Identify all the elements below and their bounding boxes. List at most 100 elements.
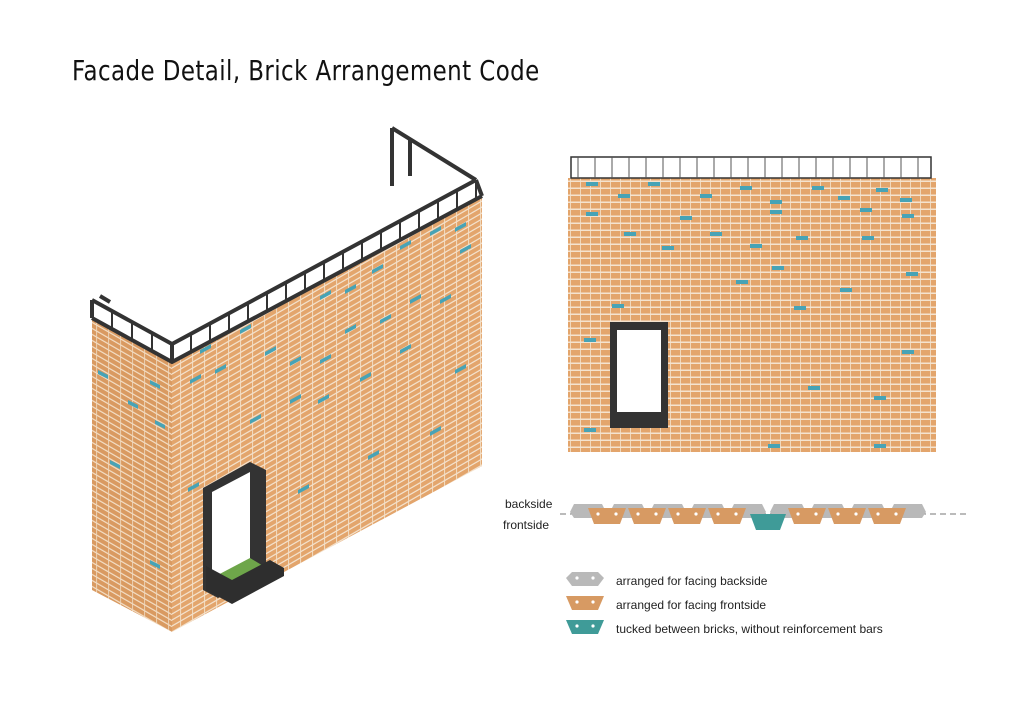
section-bar-hole xyxy=(596,512,600,516)
elevation-tucked-brick xyxy=(736,280,748,284)
elevation-tucked-brick xyxy=(794,306,806,310)
elevation-tucked-brick xyxy=(906,272,918,276)
iso-tucked-brick xyxy=(320,290,331,300)
iso-tucked-brick xyxy=(345,324,356,334)
section-bar-hole xyxy=(614,512,618,516)
iso-tucked-brick xyxy=(290,394,301,404)
elevation-tucked-brick xyxy=(770,210,782,214)
page-title: Facade Detail, Brick Arrangement Code xyxy=(72,54,540,87)
iso-tucked-brick xyxy=(430,426,441,436)
iso-tucked-brick xyxy=(155,420,165,429)
section-brick-frontside xyxy=(828,508,866,524)
iso-tucked-brick xyxy=(150,560,160,569)
elevation-tucked-bricks xyxy=(584,182,918,448)
section-bar-hole xyxy=(854,512,858,516)
section-bar-hole xyxy=(734,512,738,516)
elevation-tucked-brick xyxy=(586,212,598,216)
elevation-tucked-brick xyxy=(902,214,914,218)
iso-tucked-brick xyxy=(380,314,391,324)
elevation-tucked-brick xyxy=(680,216,692,220)
iso-tucked-brick xyxy=(98,370,108,379)
section-frontside-label: frontside xyxy=(503,518,550,532)
iso-tucked-brick xyxy=(400,240,411,250)
elevation-railing xyxy=(570,156,932,179)
iso-tucked-brick xyxy=(345,284,356,294)
elevation-tucked-brick xyxy=(612,304,624,308)
section-bar-hole xyxy=(876,512,880,516)
iso-tucked-brick xyxy=(265,346,276,356)
elevation-tucked-brick xyxy=(584,338,596,342)
elevation-tucked-brick xyxy=(876,188,888,192)
iso-tucked-brick xyxy=(250,414,261,424)
iso-tucked-brick xyxy=(455,364,466,374)
elevation-tucked-brick xyxy=(902,350,914,354)
section-bar-hole xyxy=(676,512,680,516)
elevation-tucked-brick xyxy=(808,386,820,390)
section-bar-hole xyxy=(694,512,698,516)
legend-label-tucked: tucked between bricks, without reinforce… xyxy=(616,622,883,636)
iso-tucked-brick xyxy=(128,400,138,409)
elevation-tucked-brick xyxy=(700,194,712,198)
elevation-tucked-brick xyxy=(648,182,660,186)
iso-tucked-brick xyxy=(460,244,471,254)
iso-tucked-brick xyxy=(215,364,226,374)
iso-tucked-brick xyxy=(400,344,411,354)
elevation-tucked-brick xyxy=(770,200,782,204)
iso-tucked-brick xyxy=(318,394,329,404)
iso-tucked-brick xyxy=(240,324,251,334)
iso-tucked-brick xyxy=(368,450,379,460)
elevation-tucked-brick xyxy=(796,236,808,240)
iso-tucked-brick xyxy=(320,354,331,364)
iso-tucked-brick xyxy=(290,356,301,366)
elevation-tucked-brick xyxy=(840,288,852,292)
section-bar-hole xyxy=(814,512,818,516)
legend-swatch-frontside xyxy=(566,596,604,610)
iso-window xyxy=(203,462,284,604)
elevation-tucked-brick xyxy=(838,196,850,200)
iso-tucked-brick xyxy=(410,294,421,304)
elevation-tucked-brick xyxy=(900,198,912,202)
section-brick-frontside xyxy=(708,508,746,524)
section-bar-hole xyxy=(894,512,898,516)
section-brick-tucked xyxy=(750,514,786,530)
legend-swatch-tucked xyxy=(566,620,604,634)
section-bar-hole xyxy=(636,512,640,516)
iso-tucked-brick xyxy=(200,344,211,354)
section-brick-frontside xyxy=(588,508,626,524)
iso-tucked-brick xyxy=(188,482,199,492)
section-bar-hole xyxy=(716,512,720,516)
iso-left-wall xyxy=(92,318,172,632)
legend-label-frontside: arranged for facing frontside xyxy=(616,598,767,612)
elevation-tucked-brick xyxy=(862,236,874,240)
elevation-tucked-brick xyxy=(874,396,886,400)
section-bar-hole xyxy=(796,512,800,516)
elevation-tucked-brick xyxy=(812,186,824,190)
elevation-tucked-brick xyxy=(772,266,784,270)
elevation-tucked-brick xyxy=(618,194,630,198)
elevation-tucked-brick xyxy=(584,428,596,432)
section-brick-frontside xyxy=(628,508,666,524)
iso-tucked-brick xyxy=(455,222,466,232)
elevation-tucked-brick xyxy=(586,182,598,186)
legend-label-backside: arranged for facing backside xyxy=(616,574,768,588)
iso-tucked-brick xyxy=(430,226,441,236)
iso-tucked-brick xyxy=(440,294,451,304)
legend-swatch-backside xyxy=(566,572,604,586)
section-brick-frontside xyxy=(788,508,826,524)
iso-tucked-brick xyxy=(110,460,120,469)
section-brick-frontside xyxy=(868,508,906,524)
iso-tucked-brick xyxy=(190,374,201,384)
elevation-tucked-brick xyxy=(750,244,762,248)
brick-section xyxy=(570,504,926,530)
section-bar-hole xyxy=(654,512,658,516)
elevation-tucked-brick xyxy=(860,208,872,212)
section-backside-label: backside xyxy=(505,497,553,511)
section-brick-frontside xyxy=(668,508,706,524)
iso-tucked-brick xyxy=(150,380,160,389)
iso-tucked-brick xyxy=(372,264,383,274)
elevation-tucked-brick xyxy=(710,232,722,236)
elevation-tucked-brick xyxy=(874,444,886,448)
elevation-tucked-brick xyxy=(662,246,674,250)
